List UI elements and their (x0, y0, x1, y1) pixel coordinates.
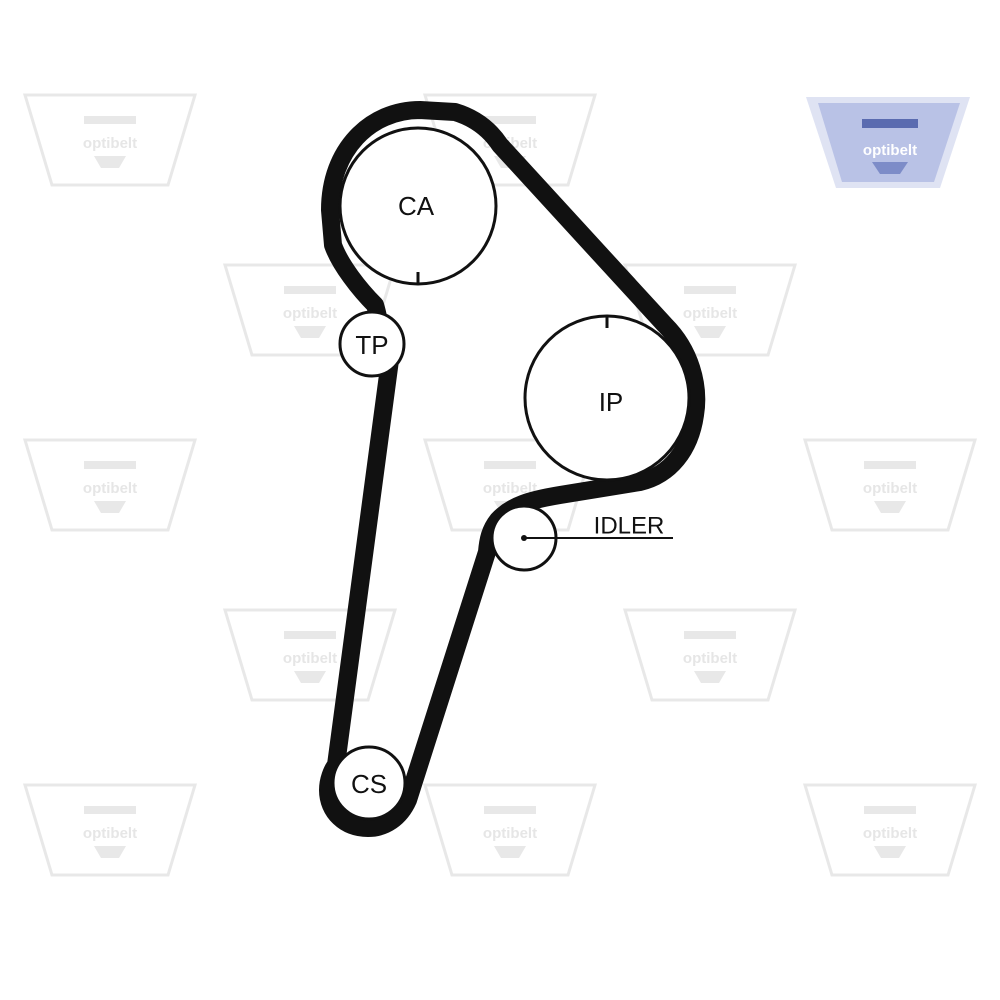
pulley-ip-label: IP (599, 387, 624, 417)
pulley-ca-label: CA (398, 191, 435, 221)
pulley-idler: IDLER (490, 504, 673, 572)
watermark-text: optibelt (683, 305, 737, 322)
pulley-ip: IP (523, 314, 691, 482)
watermark-text: optibelt (863, 480, 917, 497)
watermark-layer: optibelt optibelt optibelt optibelt optibelt… (22, 93, 978, 877)
watermark-logo: optibelt (22, 438, 198, 532)
watermark-text: optibelt (863, 825, 917, 842)
brand-logo-text: optibelt (863, 142, 917, 159)
pulley-ca: CA (338, 126, 498, 286)
watermark-logo: optibelt (622, 608, 798, 702)
watermark-logo: optibelt (222, 608, 398, 702)
pulley-tp-label: TP (355, 330, 388, 360)
watermark-text: optibelt (483, 825, 537, 842)
pulley-tp: TP (338, 310, 406, 378)
brand-logo: optibelt (806, 97, 970, 188)
pulley-cs-label: CS (351, 769, 387, 799)
watermark-text: optibelt (483, 480, 537, 497)
watermark-text: optibelt (683, 650, 737, 667)
pulley-cs: CS (331, 745, 407, 821)
pulley-idler-label: IDLER (594, 513, 665, 540)
watermark-logo: optibelt (422, 783, 598, 877)
watermark-text: optibelt (83, 135, 137, 152)
watermark-logo: optibelt (802, 783, 978, 877)
watermark-logo: optibelt (802, 438, 978, 532)
watermark-logo: optibelt (22, 783, 198, 877)
watermark-text: optibelt (83, 825, 137, 842)
watermark-text: optibelt (283, 650, 337, 667)
watermark-logo: optibelt (22, 93, 198, 187)
watermark-text: optibelt (83, 480, 137, 497)
watermark-text: optibelt (283, 305, 337, 322)
